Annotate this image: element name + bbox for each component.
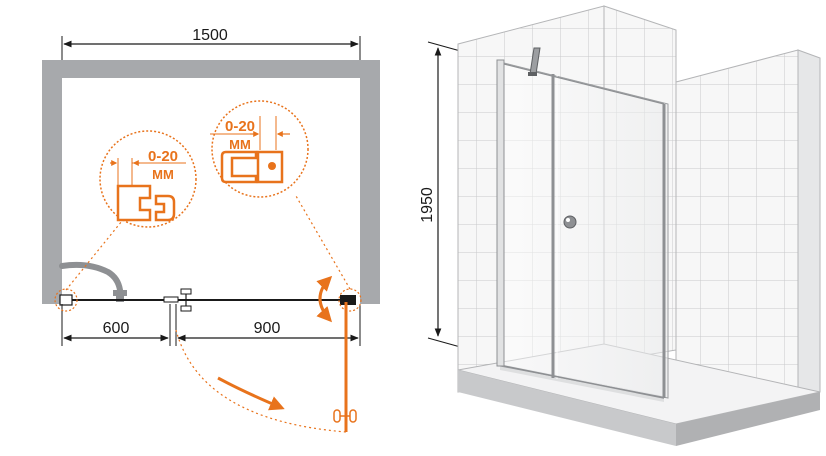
detail-circle-right: 0-20 MM bbox=[210, 100, 309, 198]
open-door-swing bbox=[175, 275, 357, 433]
plan-walls bbox=[42, 60, 380, 304]
segment-dimensions: 600 900 bbox=[61, 304, 361, 346]
left-segment-label: 600 bbox=[103, 320, 130, 337]
detail-right-range: 0-20 bbox=[225, 118, 255, 135]
total-width-label: 1500 bbox=[192, 27, 228, 44]
door-handle-icon bbox=[333, 409, 357, 423]
detail-circle-left: 0-20 MM bbox=[99, 130, 197, 228]
door-plan-line bbox=[59, 288, 356, 312]
wall-profile-icon bbox=[116, 184, 176, 222]
hinge-profile-icon bbox=[220, 150, 284, 184]
perspective-view: 1950 bbox=[419, 5, 821, 446]
detail-left-range: 0-20 bbox=[148, 148, 178, 165]
detail-leaders bbox=[54, 195, 362, 312]
shower-head-icon bbox=[528, 47, 541, 76]
detail-left-unit: MM bbox=[152, 167, 174, 182]
glass-door bbox=[496, 59, 669, 399]
right-segment-label: 900 bbox=[254, 320, 281, 337]
total-width-dimension: 1500 bbox=[61, 27, 361, 76]
detail-right-unit: MM bbox=[229, 137, 251, 152]
tiled-side-wall bbox=[675, 49, 821, 413]
door-knob-icon bbox=[563, 215, 577, 229]
plan-view: 1500 bbox=[42, 27, 380, 433]
height-label: 1950 bbox=[419, 187, 436, 223]
